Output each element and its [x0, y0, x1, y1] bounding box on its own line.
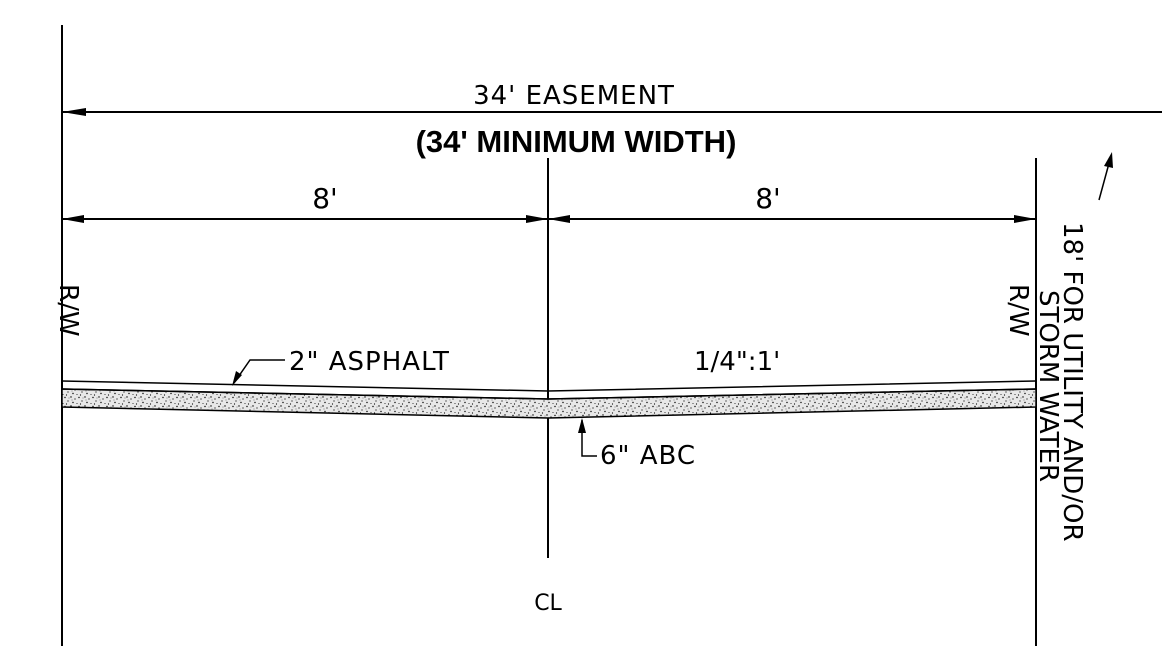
abc-leader-arrow	[578, 418, 586, 433]
centerline-symbol: CL	[534, 591, 562, 616]
left-dim-arrow-start	[62, 215, 84, 223]
right-dim-arrow-start	[548, 215, 570, 223]
left-8ft-label: 8'	[312, 182, 338, 215]
abc-leader	[581, 420, 597, 457]
utility-note-line2: STORM WATER	[1033, 290, 1063, 482]
asphalt-label: 2" ASPHALT	[289, 347, 450, 377]
right-8ft-label: 8'	[755, 182, 781, 215]
right-dim-arrow-end	[1014, 215, 1036, 223]
minimum-width-label: (34' MINIMUM WIDTH)	[416, 124, 737, 159]
utility-note-line1: 18' FOR UTILITY AND/OR	[1057, 222, 1087, 542]
easement-label: 34' EASEMENT	[473, 81, 675, 111]
asphalt-top-surface	[61, 380, 1037, 392]
easement-arrowhead	[62, 108, 86, 116]
rw-left-label: R/W	[53, 284, 83, 337]
rw-right-label: R/W	[1003, 284, 1033, 337]
abc-label: 6" ABC	[600, 441, 696, 471]
slope-label: 1/4":1'	[694, 347, 780, 377]
asphalt-leader-arrow	[232, 371, 242, 386]
asphalt-leader	[233, 359, 285, 384]
left-dim-arrow-end	[526, 215, 548, 223]
utility-leader-arrow	[1104, 152, 1113, 168]
asphalt-bottom-surface	[61, 388, 1037, 400]
